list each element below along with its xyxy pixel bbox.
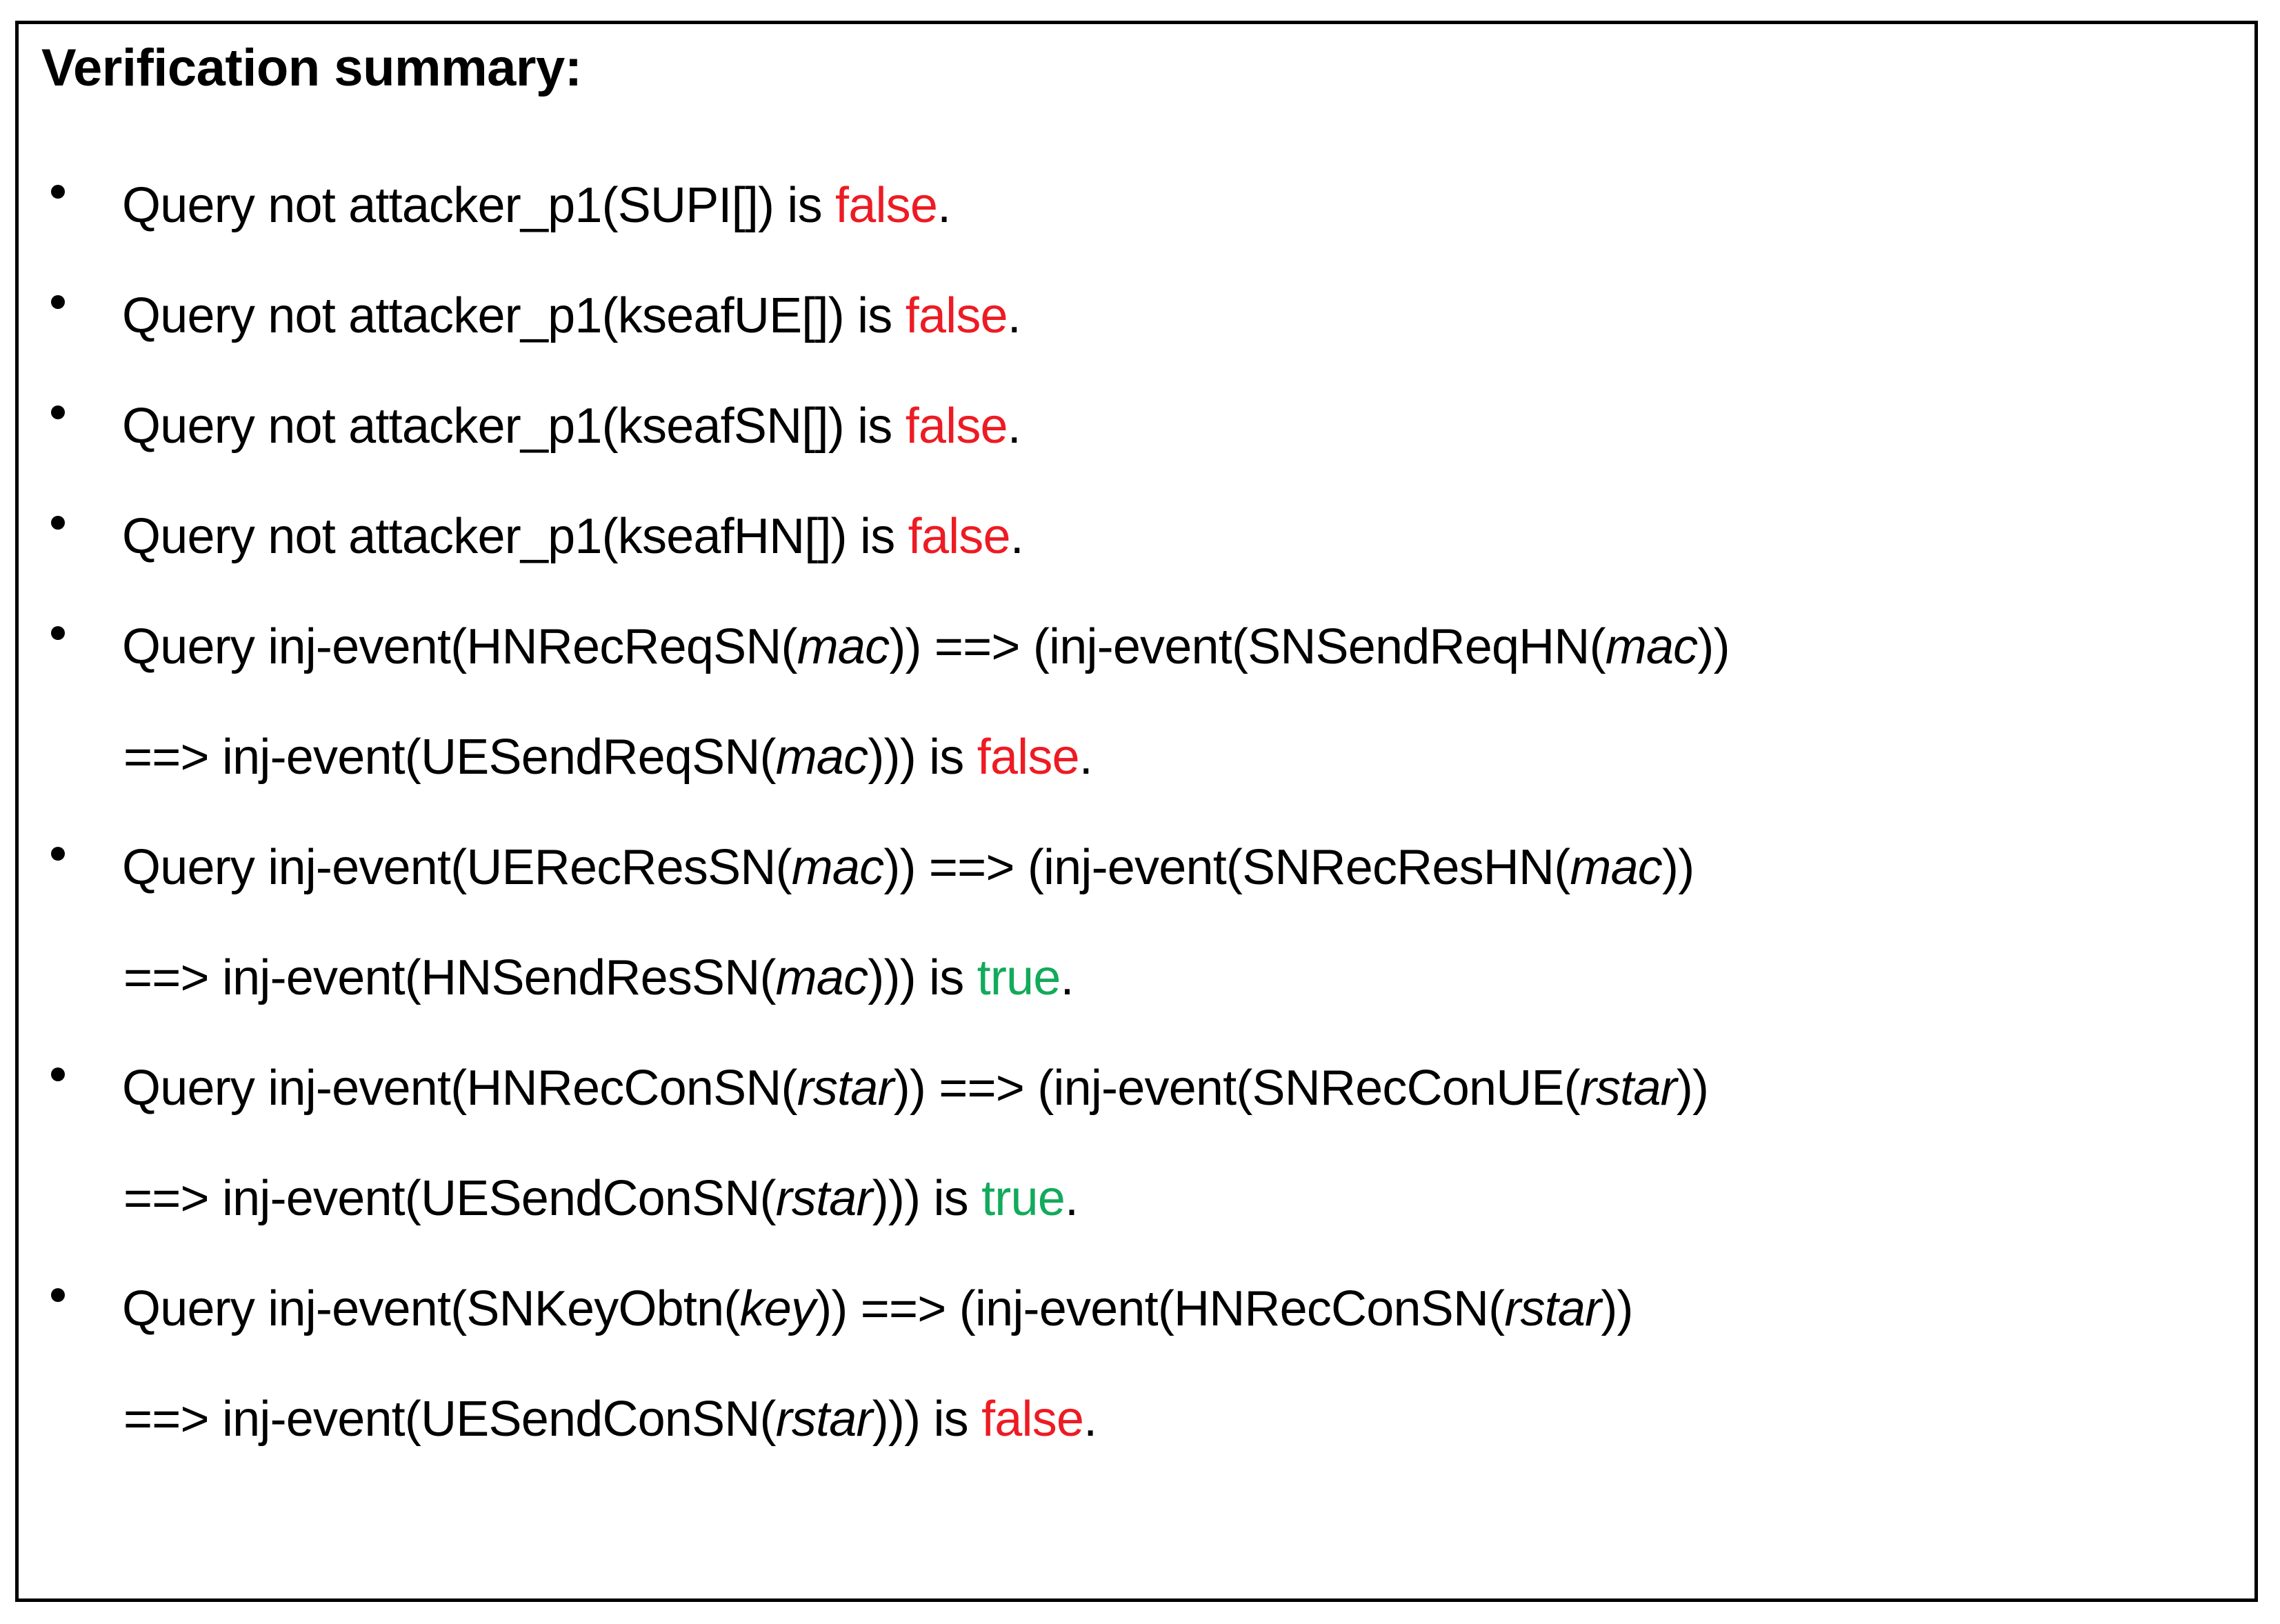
query-text: Query not attacker_p1(kseafSN[]) is fals… (122, 371, 1021, 481)
query-fragment: . (1083, 1392, 1097, 1447)
query-continuation-line: ==> inj-event(UESendReqSN(mac))) is fals… (19, 702, 2254, 812)
query-fragment: )) (1676, 1061, 1709, 1116)
query-fragment: ))) is (872, 1392, 982, 1447)
query-fragment: Query not attacker_p1(SUPI[]) is (122, 178, 836, 233)
query-variable: rstar (775, 1171, 873, 1226)
bullet-point-icon (51, 516, 65, 530)
query-fragment: Query not attacker_p1(kseafHN[]) is (122, 509, 908, 564)
summary-panel: Verification summary: Query not attacker… (15, 21, 2258, 1602)
query-fragment: ))) is (868, 730, 977, 785)
result-value-false: false (908, 509, 1011, 564)
query-fragment: )) ==> (inj-event(SNRecResHN( (883, 840, 1570, 895)
query-fragment: ==> inj-event(UESendConSN( (123, 1171, 777, 1226)
list-item: Query inj-event(HNRecConSN(rstar)) ==> (… (19, 1033, 2254, 1254)
query-fragment: )) ==> (inj-event(SNRecConUE( (893, 1061, 1581, 1116)
query-fragment: )) (1697, 619, 1730, 674)
query-fragment: Query not attacker_p1(kseafUE[]) is (122, 288, 906, 343)
query-fragment: . (1060, 950, 1074, 1005)
query-text: ==> inj-event(HNSendResSN(mac))) is true… (123, 923, 1074, 1033)
verification-results-list: Query not attacker_p1(SUPI[]) is false.Q… (19, 150, 2254, 1474)
query-fragment: . (1079, 730, 1093, 785)
query-fragment: Query inj-event(HNRecReqSN( (122, 619, 798, 674)
bullet-point-icon (51, 405, 65, 419)
result-value-false: false (905, 399, 1008, 454)
query-line: Query inj-event(HNRecReqSN(mac)) ==> (in… (19, 592, 2254, 702)
list-item: Query inj-event(UERecResSN(mac)) ==> (in… (19, 812, 2254, 1033)
query-variable: mac (797, 619, 890, 674)
query-continuation-line: ==> inj-event(UESendConSN(rstar))) is fa… (19, 1364, 2254, 1474)
query-line: Query not attacker_p1(kseafHN[]) is fals… (19, 481, 2254, 592)
query-variable: rstar (775, 1392, 873, 1447)
query-fragment: ==> inj-event(HNSendResSN( (123, 950, 776, 1005)
query-fragment: ))) is (868, 950, 977, 1005)
query-line: Query not attacker_p1(kseafUE[]) is fals… (19, 261, 2254, 371)
list-item: Query not attacker_p1(kseafHN[]) is fals… (19, 481, 2254, 592)
result-value-true: true (981, 1171, 1066, 1226)
query-line: Query inj-event(SNKeyObtn(key)) ==> (inj… (19, 1254, 2254, 1364)
bullet-point-icon (51, 185, 65, 199)
query-continuation-line: ==> inj-event(UESendConSN(rstar))) is tr… (19, 1143, 2254, 1254)
query-variable: mac (1605, 619, 1698, 674)
query-variable: mac (1570, 840, 1663, 895)
query-fragment: )) ==> (inj-event(SNSendReqHN( (889, 619, 1606, 674)
result-value-false: false (905, 288, 1008, 343)
list-item: Query not attacker_p1(SUPI[]) is false. (19, 150, 2254, 261)
query-fragment: )) (1601, 1281, 1633, 1336)
query-fragment: Query inj-event(SNKeyObtn( (122, 1281, 740, 1336)
query-line: Query not attacker_p1(SUPI[]) is false. (19, 150, 2254, 261)
bullet-point-icon (51, 1067, 65, 1081)
query-fragment: Query not attacker_p1(kseafSN[]) is (122, 399, 906, 454)
query-variable: rstar (1504, 1281, 1601, 1336)
query-variable: rstar (1579, 1061, 1677, 1116)
result-value-false: false (981, 1392, 1084, 1447)
query-fragment: . (1007, 288, 1021, 343)
bullet-point-icon (51, 847, 65, 861)
query-text: ==> inj-event(UESendConSN(rstar))) is fa… (123, 1364, 1097, 1474)
page-title: Verification summary: (41, 39, 582, 97)
query-text: ==> inj-event(UESendReqSN(mac))) is fals… (123, 702, 1093, 812)
query-fragment: . (1010, 509, 1024, 564)
query-text: Query not attacker_p1(kseafUE[]) is fals… (122, 261, 1021, 371)
result-value-false: false (835, 178, 938, 233)
query-fragment: )) (1662, 840, 1694, 895)
query-variable: mac (791, 840, 884, 895)
list-item: Query inj-event(SNKeyObtn(key)) ==> (inj… (19, 1254, 2254, 1474)
result-value-true: true (977, 950, 1061, 1005)
query-text: ==> inj-event(UESendConSN(rstar))) is tr… (123, 1143, 1079, 1254)
query-variable: mac (775, 950, 868, 1005)
query-fragment: Query inj-event(UERecResSN( (122, 840, 792, 895)
query-variable: mac (775, 730, 868, 785)
bullet-point-icon (51, 1288, 65, 1302)
query-fragment: . (937, 178, 951, 233)
result-value-false: false (977, 730, 1080, 785)
query-fragment: Query inj-event(HNRecConSN( (122, 1061, 798, 1116)
list-item: Query not attacker_p1(kseafSN[]) is fals… (19, 371, 2254, 481)
query-text: Query inj-event(UERecResSN(mac)) ==> (in… (122, 812, 1694, 923)
query-fragment: ))) is (872, 1171, 982, 1226)
bullet-point-icon (51, 626, 65, 640)
query-variable: rstar (797, 1061, 894, 1116)
query-fragment: ==> inj-event(UESendReqSN( (123, 730, 777, 785)
query-variable: key (739, 1281, 816, 1336)
query-fragment: . (1007, 399, 1021, 454)
query-text: Query not attacker_p1(SUPI[]) is false. (122, 150, 951, 261)
query-fragment: )) ==> (inj-event(HNRecConSN( (815, 1281, 1505, 1336)
query-line: Query not attacker_p1(kseafSN[]) is fals… (19, 371, 2254, 481)
query-fragment: ==> inj-event(UESendConSN( (123, 1392, 777, 1447)
query-fragment: . (1064, 1171, 1079, 1226)
list-item: Query not attacker_p1(kseafUE[]) is fals… (19, 261, 2254, 371)
query-continuation-line: ==> inj-event(HNSendResSN(mac))) is true… (19, 923, 2254, 1033)
query-text: Query inj-event(SNKeyObtn(key)) ==> (inj… (122, 1254, 1634, 1364)
list-item: Query inj-event(HNRecReqSN(mac)) ==> (in… (19, 592, 2254, 812)
query-text: Query inj-event(HNRecReqSN(mac)) ==> (in… (122, 592, 1730, 702)
query-line: Query inj-event(HNRecConSN(rstar)) ==> (… (19, 1033, 2254, 1143)
bullet-point-icon (51, 295, 65, 309)
query-text: Query not attacker_p1(kseafHN[]) is fals… (122, 481, 1024, 592)
query-line: Query inj-event(UERecResSN(mac)) ==> (in… (19, 812, 2254, 923)
query-text: Query inj-event(HNRecConSN(rstar)) ==> (… (122, 1033, 1709, 1143)
